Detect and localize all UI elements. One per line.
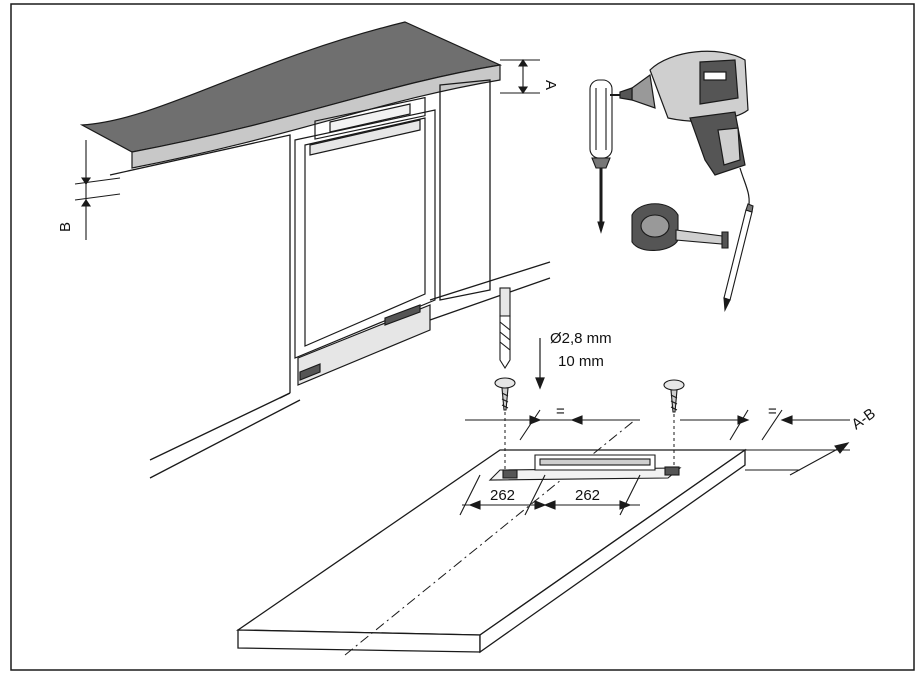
drill-diameter-label: Ø2,8 mm bbox=[550, 330, 612, 347]
tape-measure-icon bbox=[631, 203, 729, 251]
label-ab: A-B bbox=[849, 405, 879, 433]
drill-depth-arrow bbox=[535, 338, 545, 390]
appliance-door bbox=[294, 96, 436, 386]
screw-icon bbox=[494, 377, 516, 411]
equal-dimension-line bbox=[465, 409, 850, 441]
diagram-border bbox=[10, 3, 915, 671]
pencil-icon bbox=[723, 203, 754, 313]
underside-panel bbox=[235, 448, 748, 654]
label-b: B bbox=[57, 222, 74, 232]
dimension-ab bbox=[745, 442, 850, 476]
equal-label-right: = bbox=[768, 403, 777, 420]
screw-leader-lines bbox=[504, 412, 675, 470]
label-a: A bbox=[542, 80, 559, 90]
cabinet-walls bbox=[109, 79, 551, 479]
screw-icon-right bbox=[663, 379, 685, 413]
drill-icon bbox=[610, 50, 750, 211]
spacing-label-left: 262 bbox=[490, 487, 515, 504]
spacing-dimension bbox=[459, 474, 641, 516]
centre-line bbox=[344, 419, 636, 656]
drill-depth-label: 10 mm bbox=[558, 353, 604, 370]
spacing-label-right: 262 bbox=[575, 487, 600, 504]
equal-label-left: = bbox=[556, 403, 565, 420]
dimension-a bbox=[500, 59, 540, 94]
screwdriver-icon bbox=[589, 79, 613, 234]
worktop bbox=[79, 21, 503, 169]
mounting-bracket bbox=[488, 454, 682, 481]
drill-bit-icon bbox=[499, 287, 511, 370]
dimension-b bbox=[74, 140, 121, 240]
